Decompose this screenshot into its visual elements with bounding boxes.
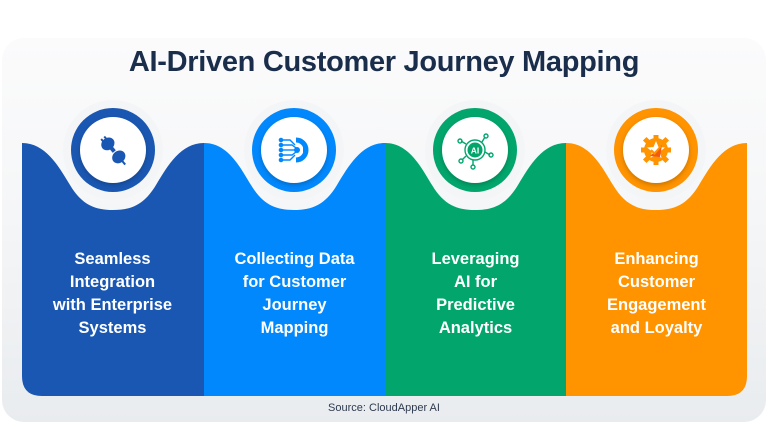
stage-4-badge — [614, 108, 698, 192]
stage-3-line-4: Analytics — [438, 319, 513, 337]
stage-4-label: Enhancing Customer Engagement and Loyalt… — [566, 248, 747, 340]
stage-1-badge — [71, 108, 155, 192]
stage-4-line-2: Customer — [617, 273, 695, 291]
stage-2-line-3: Journey — [262, 296, 327, 314]
source-caption: Source: CloudApper AI — [328, 402, 440, 414]
stage-1-line-3: with Enterprise — [52, 296, 173, 314]
stage-4-line-3: Engagement — [606, 296, 707, 314]
stage-1-line-4: Systems — [78, 319, 147, 337]
data-gear-icon — [278, 137, 309, 163]
stage-2-line-4: Mapping — [260, 319, 329, 337]
stage-2-badge — [252, 108, 336, 192]
page-title: AI-Driven Customer Journey Mapping — [128, 46, 640, 78]
stage-4-line-4: and Loyalty — [610, 319, 703, 337]
stage-1-line-1: Seamless — [74, 250, 151, 268]
stage-2-line-1: Collecting Data — [234, 250, 355, 268]
loyalty-badge-icon — [641, 135, 671, 165]
plug-connector-icon — [100, 135, 126, 166]
ai-network-icon — [457, 133, 494, 170]
stage-3-line-3: Predictive — [436, 296, 515, 314]
stage-3-line-2: AI for — [453, 273, 498, 291]
stage-1-label: Seamless Integration with Enterprise Sys… — [22, 248, 203, 340]
stage-2-label: Collecting Data for Customer Journey Map… — [204, 248, 385, 340]
stage-2-line-2: for Customer — [242, 273, 347, 291]
stage-1-line-2: Integration — [69, 273, 156, 291]
stage-3-line-1: Leveraging — [431, 250, 520, 268]
stage-4-line-1: Enhancing — [614, 250, 699, 268]
stage-3-badge: AI — [433, 108, 517, 192]
stage-3-label: Leveraging AI for Predictive Analytics — [385, 248, 566, 340]
ai-icon-label: AI — [471, 146, 480, 156]
